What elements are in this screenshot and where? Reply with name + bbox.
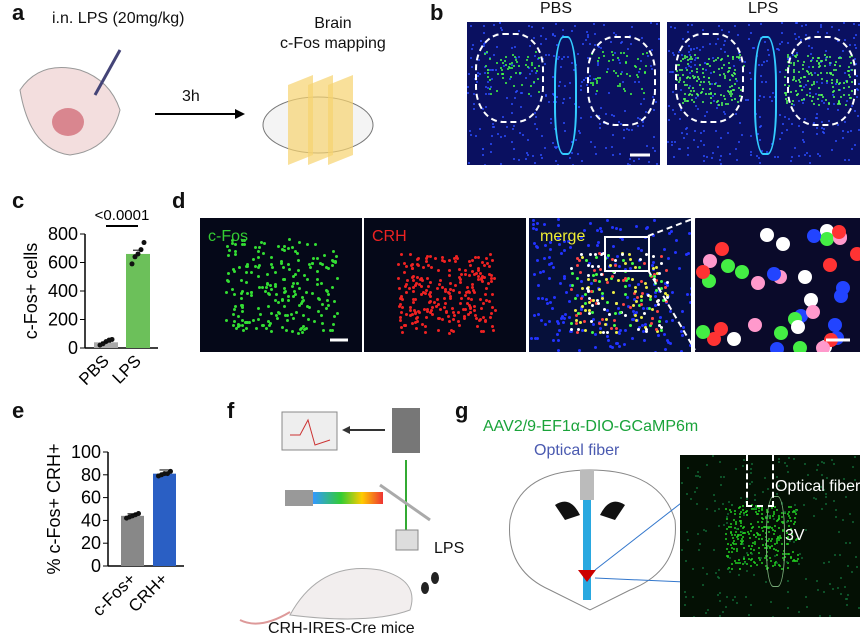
y-tick-label: 80: [81, 465, 101, 485]
fiber-track: [746, 455, 774, 507]
panel-label-a: a: [12, 0, 25, 25]
brain-section-illustration: [509, 469, 686, 611]
bar-1: [153, 473, 176, 566]
cfos-label: c-Fos: [208, 228, 248, 245]
merge-label: merge: [540, 228, 586, 245]
brain-slices-illustration: [262, 75, 374, 165]
merge-zoom-micrograph: [695, 218, 860, 352]
crh-micrograph: [364, 218, 526, 352]
mapping-label: Brain c-Fos mapping: [280, 15, 386, 52]
fiber-label: Optical fiber: [534, 442, 620, 459]
y-tick-label: 400: [48, 281, 78, 301]
bar-0: [121, 515, 144, 566]
x-tick-label: LPS: [109, 351, 145, 387]
virus-label: AAV2/9-EF1α-DIO-GCaMP6m: [483, 418, 699, 435]
y-axis-label: c-Fos+ cells: [21, 243, 41, 340]
setup-illustration: [239, 408, 439, 625]
data-point: [129, 261, 135, 267]
data-point: [138, 247, 144, 253]
time-label: 3h: [182, 88, 200, 105]
panel-label-b: b: [430, 0, 444, 25]
y-tick-label: 40: [81, 510, 101, 530]
panel-label-c: c: [12, 188, 25, 213]
ventricle-label: 3V: [785, 527, 805, 544]
crh-label: CRH: [372, 228, 407, 245]
lps-drop-label: LPS: [434, 540, 465, 557]
mice-label: CRH-IRES-Cre mice: [268, 620, 415, 637]
y-tick-label: 20: [81, 533, 101, 553]
cfos-micrograph: [200, 218, 362, 352]
y-axis-label: % c-Fos+ CRH+: [44, 443, 64, 574]
panel-label-e: e: [12, 398, 25, 423]
y-tick-label: 800: [48, 224, 78, 244]
bar-1: [126, 253, 150, 348]
pbs-label: PBS: [540, 0, 573, 17]
panel-label-f: f: [227, 398, 235, 423]
pbs-micrograph: [467, 22, 660, 165]
zoom-box: [604, 236, 650, 272]
y-tick-label: 0: [68, 338, 78, 358]
y-tick-label: 600: [48, 253, 78, 273]
gcamp-micrograph: [680, 455, 860, 617]
p-value: <0.0001: [95, 207, 150, 224]
fiber-image-label: Optical fiber: [775, 478, 860, 495]
data-point: [136, 511, 141, 517]
y-tick-label: 0: [91, 556, 101, 576]
y-tick-label: 100: [71, 442, 101, 462]
y-tick-label: 60: [81, 488, 101, 508]
mouse-illustration: [19, 49, 245, 156]
lps-micrograph: [667, 22, 860, 165]
treatment-label: i.n. LPS (20mg/kg): [52, 10, 185, 27]
data-point: [109, 336, 115, 342]
data-point: [141, 240, 147, 246]
panel-label-d: d: [172, 188, 186, 213]
y-tick-label: 200: [48, 310, 78, 330]
data-point: [135, 251, 141, 257]
x-tick-label: PBS: [75, 351, 112, 388]
lps-label: LPS: [748, 0, 779, 17]
panel-label-g: g: [455, 398, 469, 423]
bar-0: [94, 342, 118, 348]
